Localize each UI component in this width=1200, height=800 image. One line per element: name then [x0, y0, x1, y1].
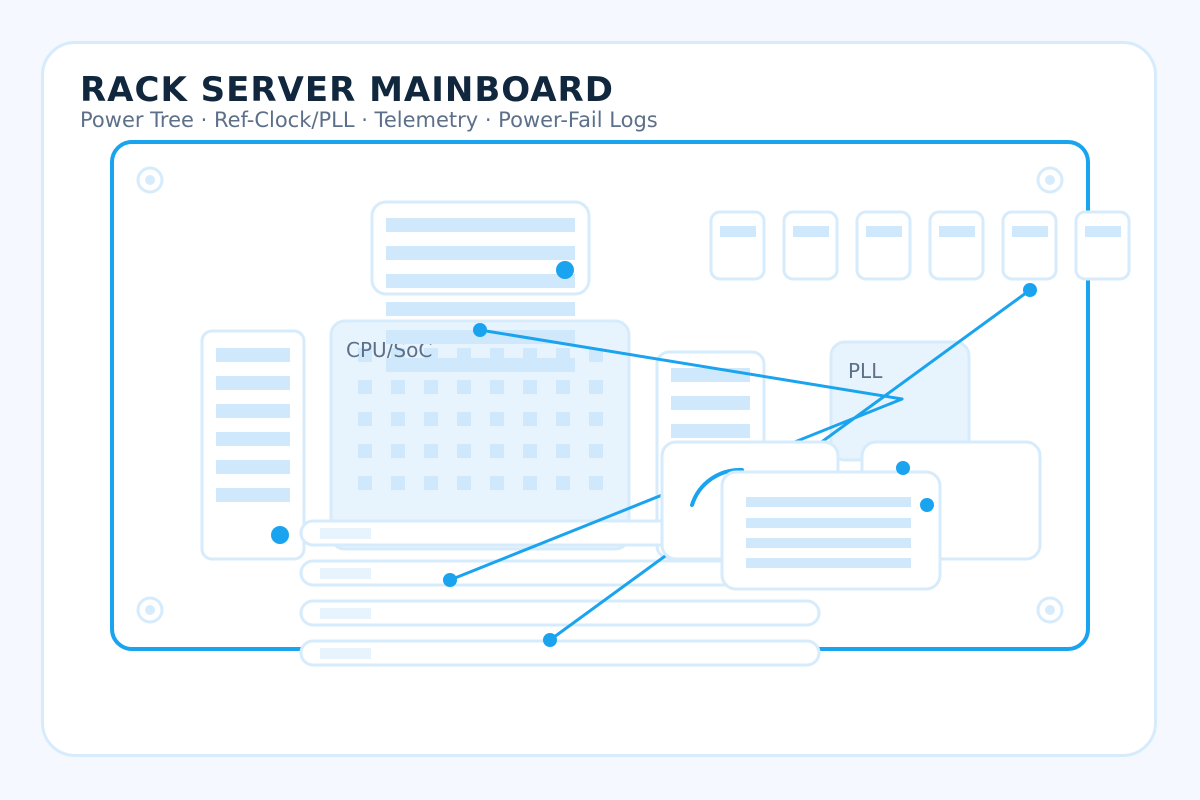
- mounting-hole-bottom-left: [136, 596, 164, 624]
- top-chip-module: [370, 200, 591, 372]
- vrm-module-left: [200, 329, 306, 561]
- node: [443, 573, 457, 587]
- dimm-slot: [855, 210, 912, 281]
- clock-arc: [690, 467, 744, 507]
- dimm-slot: [782, 210, 839, 281]
- node: [896, 461, 910, 475]
- dimm-slot: [1074, 210, 1131, 281]
- dimm-slot: [928, 210, 985, 281]
- node: [473, 323, 487, 337]
- node: [920, 498, 934, 512]
- node: [543, 633, 557, 647]
- node: [556, 261, 574, 279]
- expansion-slot: [299, 639, 821, 667]
- mounting-hole-top-right: [1036, 166, 1064, 194]
- mounting-hole-bottom-right: [1036, 596, 1064, 624]
- node: [271, 526, 289, 544]
- mounting-hole-top-left: [136, 166, 164, 194]
- power-fail-log-module: [720, 470, 942, 591]
- dimm-slot: [709, 210, 766, 281]
- dimm-slot: [1001, 210, 1058, 281]
- cpu-soc: CPU/SoC: [329, 319, 631, 551]
- expansion-slot: [299, 599, 821, 627]
- cpu-pin-grid: [358, 348, 603, 490]
- pll-label: PLL: [848, 359, 883, 383]
- trace-nodes: [271, 261, 1037, 647]
- page-subtitle: Power Tree · Ref-Clock/PLL · Telemetry ·…: [80, 108, 658, 132]
- node: [1023, 283, 1037, 297]
- trace-cpu-pll: [478, 328, 904, 401]
- page-title: RACK SERVER MAINBOARD: [80, 70, 614, 110]
